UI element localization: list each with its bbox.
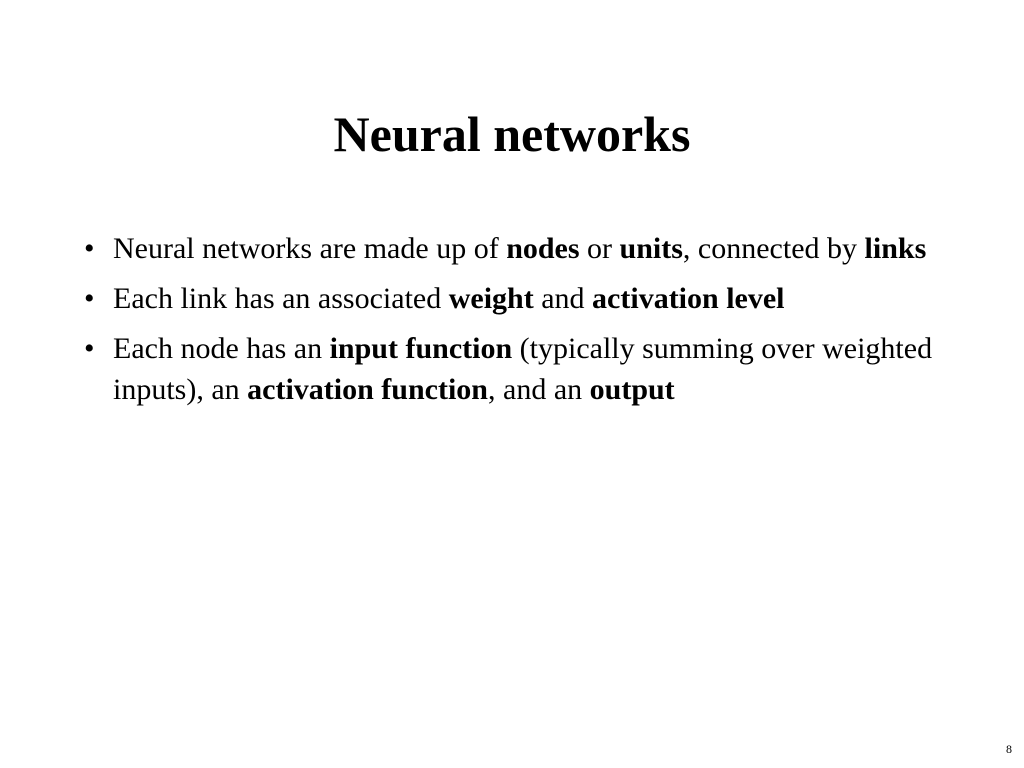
bold-term: input function <box>329 332 513 365</box>
text-segment: , and an <box>488 373 590 406</box>
page-number: 8 <box>1006 742 1012 756</box>
bold-term: units <box>619 232 683 265</box>
text-segment: , connected by <box>682 232 865 265</box>
bullet-dot-icon: • <box>84 232 95 265</box>
text-segment: Neural networks are made up of <box>113 232 507 265</box>
bullet-text: Neural networks are made up of nodes or … <box>113 232 926 265</box>
bold-term: nodes <box>506 232 580 265</box>
bold-term: activation function <box>247 373 488 406</box>
text-segment: Each node has an <box>113 332 330 365</box>
bullet-item: • Each link has an associated weight and… <box>84 278 944 319</box>
bullet-dot-icon: • <box>84 332 95 365</box>
bold-term: weight <box>448 282 534 315</box>
text-segment: Each link has an associated <box>113 282 449 315</box>
text-segment: (typically summing over weighted inputs)… <box>113 332 933 406</box>
bullet-item: • Neural networks are made up of nodes o… <box>84 228 944 269</box>
text-segment: and <box>533 282 593 315</box>
text-segment: or <box>579 232 620 265</box>
bold-term: activation level <box>592 282 785 315</box>
bullet-list: • Neural networks are made up of nodes o… <box>84 228 944 419</box>
bullet-dot-icon: • <box>84 282 95 315</box>
bold-term: output <box>589 373 675 406</box>
slide-title: Neural networks <box>333 106 691 162</box>
bullet-text: Each link has an associated weight and a… <box>113 282 785 315</box>
bullet-item: • Each node has an input function (typic… <box>84 328 944 410</box>
bold-term: links <box>864 232 927 265</box>
bullet-text: Each node has an input function (typical… <box>113 332 932 406</box>
